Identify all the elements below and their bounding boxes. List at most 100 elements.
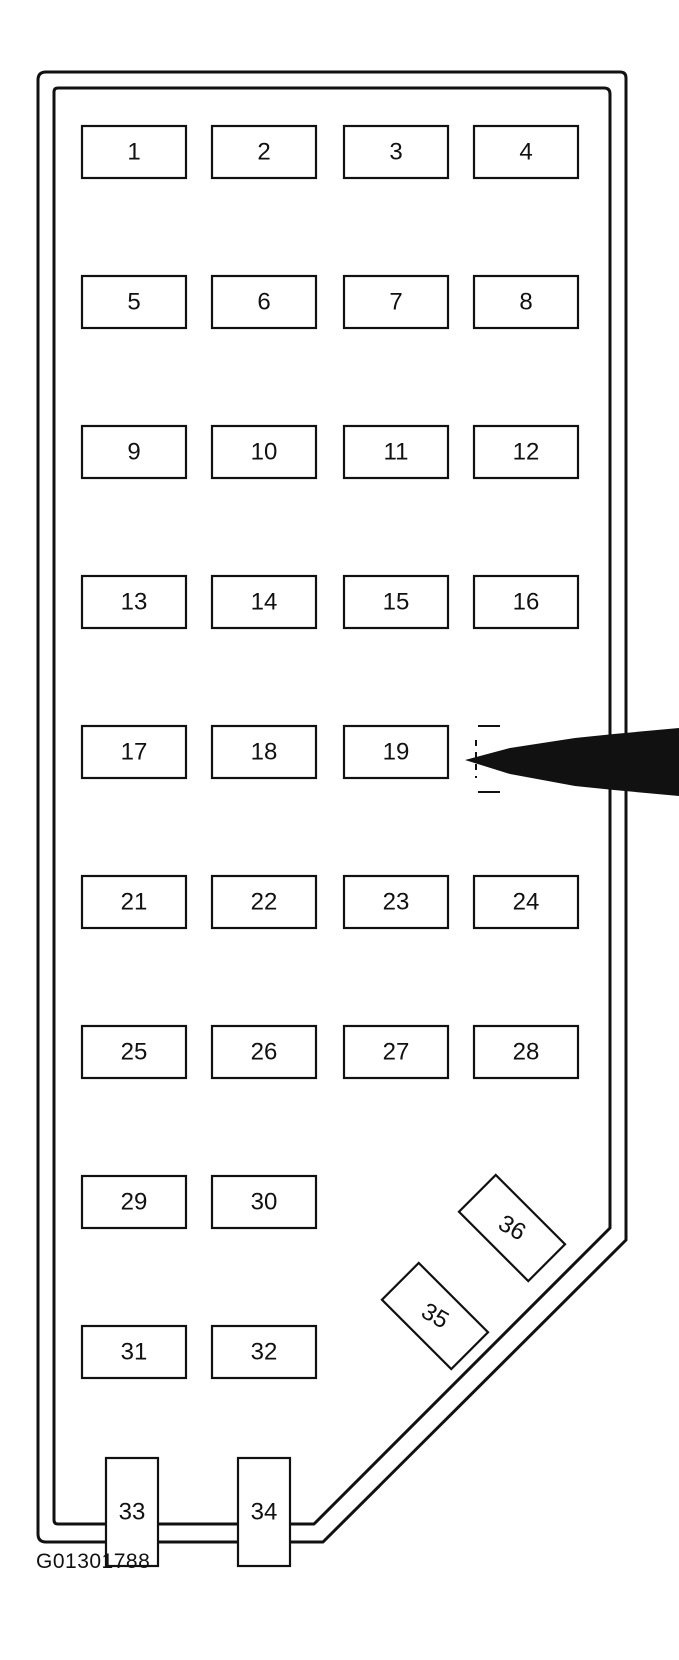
fuse-25: 25 [80, 1024, 188, 1080]
fuse-23-label: 23 [383, 889, 410, 916]
fuse-32-label: 32 [251, 1339, 278, 1366]
fuse-33-body [104, 1456, 160, 1568]
fuse-18-label: 18 [251, 739, 278, 766]
fuse-1-body [80, 124, 188, 180]
fuse-29: 29 [80, 1174, 188, 1230]
fuse-21: 21 [80, 874, 188, 930]
fuse-14-label: 14 [251, 589, 278, 616]
fuse-33-label: 33 [119, 1499, 146, 1526]
fuse-16: 16 [472, 574, 580, 630]
fuse-17-label: 17 [121, 739, 148, 766]
fuse-12-body [472, 424, 580, 480]
fuse-2-label: 2 [257, 139, 270, 166]
fuse-14-body [210, 574, 318, 630]
fuse-17: 17 [80, 724, 188, 780]
fuse-31: 31 [80, 1324, 188, 1380]
fuse-16-label: 16 [513, 589, 540, 616]
fuse-35-body [380, 1261, 490, 1371]
fuse-17-body [80, 724, 188, 780]
fuse-21-body [80, 874, 188, 930]
fuse-1: 1 [80, 124, 188, 180]
fuse-13: 13 [80, 574, 188, 630]
fuse-30: 30 [210, 1174, 318, 1230]
fuse-11-body [342, 424, 450, 480]
fuse-5-label: 5 [127, 289, 140, 316]
fuse-23-body [342, 874, 450, 930]
fuse-5-body [80, 274, 188, 330]
fuse-4: 4 [472, 124, 580, 180]
fuse-12-label: 12 [513, 439, 540, 466]
fuse-13-body [80, 574, 188, 630]
fuse-24-label: 24 [513, 889, 540, 916]
fuse-11-label: 11 [384, 439, 409, 466]
fuse-9: 9 [80, 424, 188, 480]
fuse-16-body [472, 574, 580, 630]
fuse-15-label: 15 [383, 589, 410, 616]
fuse-21-label: 21 [121, 889, 148, 916]
fuse-18: 18 [210, 724, 318, 780]
fuse-18-body [210, 724, 318, 780]
fuse-19: 19 [342, 724, 450, 780]
fuse-36-body [457, 1173, 567, 1283]
fuse-26: 26 [210, 1024, 318, 1080]
fuse-7-body [342, 274, 450, 330]
fuse-8-label: 8 [519, 289, 532, 316]
fuse-27-body [342, 1024, 450, 1080]
fuse-31-label: 31 [121, 1339, 148, 1366]
fuse-28: 28 [472, 1024, 580, 1080]
fuse-33: 33 [104, 1456, 160, 1568]
fuse-27: 27 [342, 1024, 450, 1080]
fuse-7: 7 [342, 274, 450, 330]
fuse-10-label: 10 [251, 439, 278, 466]
fuse-22-label: 22 [251, 889, 278, 916]
fuse-27-label: 27 [383, 1039, 410, 1066]
fuse-28-body [472, 1024, 580, 1080]
fuse-2-body [210, 124, 318, 180]
fuse-15-body [342, 574, 450, 630]
fuse-9-label: 9 [127, 439, 140, 466]
fuse-11: 11 [342, 424, 450, 480]
figure-id: G01301788 [36, 1550, 151, 1573]
fuse-22: 22 [210, 874, 318, 930]
fuse-8-body [472, 274, 580, 330]
fuse-30-body [210, 1174, 318, 1230]
fuse-31-body [80, 1324, 188, 1380]
fuse-8: 8 [472, 274, 580, 330]
fuse-15: 15 [342, 574, 450, 630]
fuse-28-label: 28 [513, 1039, 540, 1066]
fuse-3-body [342, 124, 450, 180]
fuse-26-body [210, 1024, 318, 1080]
fuse-32: 32 [210, 1324, 318, 1380]
fuse-6-body [210, 274, 318, 330]
fuse-panel-inner-outline [52, 86, 612, 1526]
fuse-30-label: 30 [251, 1189, 278, 1216]
fuse-9-body [80, 424, 188, 480]
fuse-2: 2 [210, 124, 318, 180]
fuse-29-body [80, 1174, 188, 1230]
fuse-3-label: 3 [389, 139, 402, 166]
fuse-6: 6 [210, 274, 318, 330]
fuse-19-label: 19 [383, 739, 410, 766]
fuse-5: 5 [80, 274, 188, 330]
fuse-19-body [342, 724, 450, 780]
fuse-14: 14 [210, 574, 318, 630]
fuse-6-label: 6 [257, 289, 270, 316]
fuse-29-label: 29 [121, 1189, 148, 1216]
fuse-34-label: 34 [251, 1499, 278, 1526]
fuse-24-body [472, 874, 580, 930]
fuse-4-body [472, 124, 580, 180]
fuse-34: 34 [236, 1456, 292, 1568]
fuse-23: 23 [342, 874, 450, 930]
fuse-1-label: 1 [127, 139, 140, 166]
fuse-26-label: 26 [251, 1039, 278, 1066]
fuse-panel-outer-outline [36, 70, 628, 1544]
fuse-25-label: 25 [121, 1039, 148, 1066]
empty-fuse-slot-20 [475, 725, 500, 793]
fuse-10: 10 [210, 424, 318, 480]
fuse-36: 36 [457, 1173, 567, 1283]
fuse-25-body [80, 1024, 188, 1080]
fuse-4-label: 4 [519, 139, 532, 166]
fuse-10-body [210, 424, 318, 480]
